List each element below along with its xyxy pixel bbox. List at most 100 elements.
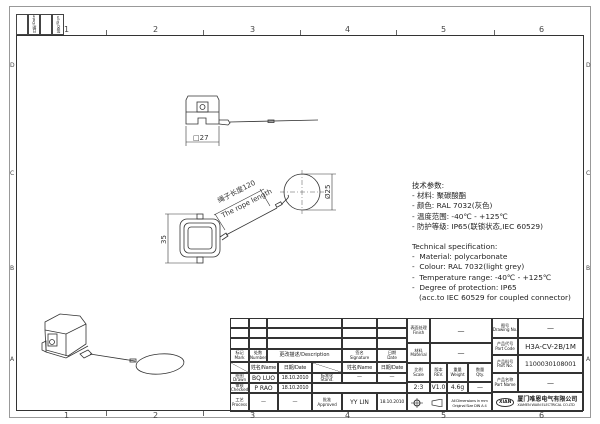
weight-value: 4.6g	[447, 382, 468, 393]
row-label: B	[10, 265, 15, 272]
blank-cell	[230, 328, 249, 338]
spec-en-line: - Temperature range: -40℃ - +125℃	[412, 272, 552, 282]
rope-dimension	[213, 188, 271, 231]
rev-value: V1.0	[430, 382, 447, 393]
width-dimension	[185, 126, 220, 146]
ruler-tick	[300, 30, 301, 35]
diameter-dimension	[303, 173, 336, 211]
process-name: —	[249, 393, 278, 412]
finish-value: —	[430, 318, 492, 343]
column-label: 2	[153, 411, 159, 420]
projection-cone-icon	[431, 398, 443, 407]
spec-cn-line: - 颜色: RAL 7032(灰色)	[412, 201, 493, 211]
diagonal-cell	[230, 362, 249, 373]
process-date: —	[278, 393, 312, 412]
part-code-label: 产品代号 Part Code	[492, 338, 518, 355]
row-label: B	[586, 265, 591, 272]
crosshair-symbol-icon	[411, 397, 423, 408]
column-label: 4	[345, 25, 351, 34]
column-label: 5	[441, 25, 447, 34]
part-no-label: 产品料号 Part No.	[492, 355, 518, 373]
side-view	[185, 95, 319, 126]
blank-cell	[230, 318, 249, 328]
centerlines	[280, 170, 324, 214]
spec-en-line: - Colour: RAL 7032(light grey)	[412, 262, 525, 272]
column-label: 1	[64, 411, 70, 420]
blank-cell	[267, 328, 342, 338]
ruler-tick	[203, 411, 204, 416]
company-name-en: XIAMEN WAIN ELECTRICAL CO.LTD	[517, 403, 575, 407]
row-label: D	[10, 62, 15, 69]
rev-label: 版本 REV.	[430, 363, 447, 382]
row-label: C	[586, 170, 591, 177]
column-label: 1	[64, 25, 70, 34]
qty-label: 数量 Qty.	[468, 363, 492, 382]
column-label: 3	[250, 25, 256, 34]
ruler-tick	[203, 30, 204, 35]
drawn-label: 绘图 Drawn	[230, 373, 249, 383]
height-dimension	[165, 213, 197, 264]
isometric-view	[41, 313, 185, 375]
projection-symbol-cell	[407, 393, 447, 412]
blank-cell	[342, 338, 377, 349]
blank-cell	[312, 383, 407, 393]
ruler-tick	[396, 30, 397, 35]
approved-date: 18.10.2010	[377, 393, 407, 412]
company-logo: XIAN	[496, 397, 515, 407]
row-label: C	[10, 170, 15, 177]
spec-cn-line: - 温度范围: -40℃ - +125℃	[412, 211, 508, 221]
scale-value: 2:3	[407, 382, 430, 393]
drawing-no-label: 图号 Drawing No.	[492, 318, 518, 338]
spec-cn-line: - 防护等级: IP65(联锁状态,IEC 60529)	[412, 221, 544, 231]
column-label: 6	[539, 411, 545, 420]
drawing-no-value: —	[518, 318, 583, 338]
blank-cell	[377, 328, 407, 338]
number-header: 处数 Number	[249, 349, 267, 362]
name-column-header: 姓名/Name	[342, 362, 377, 373]
spec-en-line: - Degree of protection: IP65	[412, 282, 517, 292]
process-label: 工艺 Process	[230, 393, 249, 412]
spec-cn: 技术参数:- 材料: 聚碳酸酯- 颜色: RAL 7032(灰色)- 温度范围:…	[412, 181, 543, 232]
row-label: A	[10, 356, 15, 363]
row-label: D	[586, 62, 591, 69]
date-column-header: 日期/Date	[377, 362, 407, 373]
column-label: 2	[153, 25, 159, 34]
spec-cn-line: - 材料: 聚碳酸酯	[412, 191, 467, 201]
company-name-cn: 厦门唯恩电气有限公司	[517, 396, 578, 403]
checked-label: 审核 Checked	[230, 383, 249, 393]
spec-en-line: - Material: polycarbonate	[412, 252, 508, 262]
drawn-date: 18.10.2010	[278, 373, 312, 383]
weight-label: 重量 Weight	[447, 363, 468, 382]
part-code-value: H3A-CV-2B/1M	[518, 338, 583, 355]
ruler-tick	[106, 411, 107, 416]
company-logo-cell: XIAN 厦门唯恩电气有限公司 XIAMEN WAIN ELECTRICAL C…	[492, 392, 583, 412]
column-label: 3	[250, 411, 256, 420]
part-no-value: 1100030108001	[518, 355, 583, 373]
blank-cell	[249, 328, 267, 338]
column-label: 4	[345, 411, 351, 420]
diagonal-cell	[312, 362, 342, 373]
approved-label: 批准 Approved	[312, 393, 342, 412]
column-label: 5	[441, 411, 447, 420]
blank-cell	[342, 328, 377, 338]
date-header: 日期 Date	[377, 349, 407, 362]
qty-value: —	[468, 382, 492, 393]
name-column-header: 姓名/Name	[249, 362, 278, 373]
outer-border	[9, 6, 591, 418]
date-column-header: 日期/Date	[278, 362, 312, 373]
finish-label: 表面处理 Finish	[407, 318, 430, 343]
checked-name: P RAO	[249, 383, 278, 393]
blank-cell	[267, 318, 342, 328]
material-label: 材料 Material	[407, 343, 430, 363]
spec-en-title: Technical specification:	[412, 242, 498, 251]
height-dimension-label: 35	[160, 235, 168, 244]
spec-en-line: (acc.to IEC 60529 for coupled connector)	[412, 292, 571, 302]
dimensions-note: All Dimensions in mm Original Size DIN A…	[447, 393, 492, 412]
width-dimension-label: □27	[193, 134, 209, 142]
scale-label: 比例 Scale	[407, 363, 430, 382]
signature-header: 签名 Signature	[342, 349, 377, 362]
blank-cell	[230, 338, 249, 349]
spec-cn-title: 技术参数:	[412, 181, 445, 190]
